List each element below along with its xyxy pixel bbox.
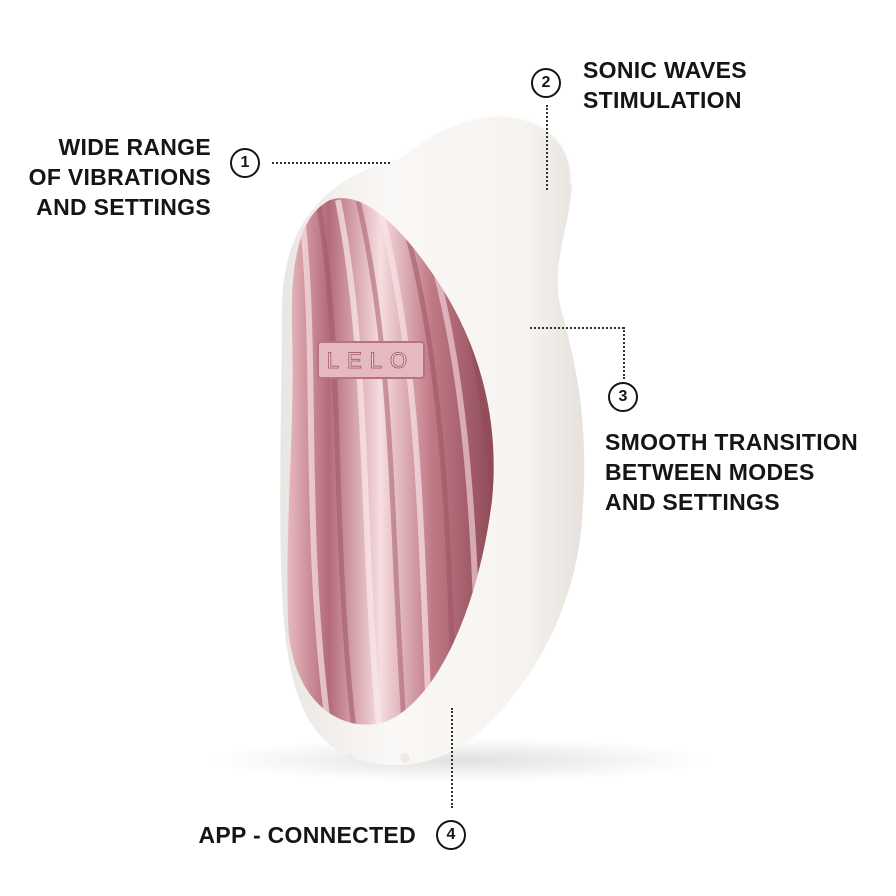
button-indicator	[400, 753, 410, 763]
callout-3-text: SMOOTH TRANSITION BETWEEN MODES AND SETT…	[605, 429, 858, 515]
callout-1-leader	[272, 162, 390, 164]
callout-2-text: SONIC WAVES STIMULATION	[583, 57, 747, 113]
button-indicator	[346, 754, 354, 762]
callout-1-text: WIDE RANGE OF VIBRATIONS AND SETTINGS	[28, 134, 211, 220]
svg-text:LELO: LELO	[327, 348, 415, 373]
callout-2-leader	[546, 105, 548, 190]
brand-logo: LELO	[317, 341, 425, 379]
callout-1-number: 1	[230, 148, 260, 178]
callout-3-leader-v	[623, 327, 625, 379]
callout-4-leader	[451, 708, 453, 808]
callout-4-text: APP - CONNECTED	[198, 822, 416, 848]
floor-shadow	[210, 738, 710, 782]
callout-3-leader-h	[530, 327, 624, 329]
callout-4-number: 4	[436, 820, 466, 850]
callout-2-number: 2	[531, 68, 561, 98]
callout-3-number: 3	[608, 382, 638, 412]
